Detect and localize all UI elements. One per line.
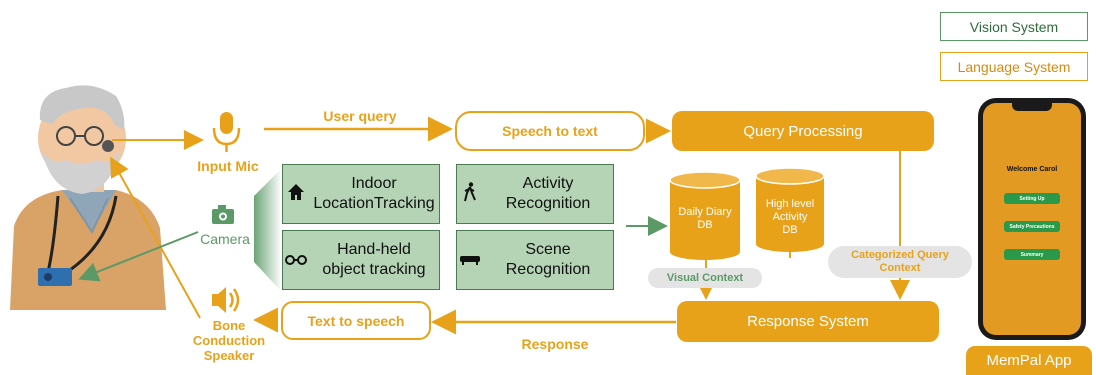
response-system-box: Response System xyxy=(677,301,939,342)
daily-diary-line1: Daily Diary xyxy=(678,206,732,218)
response-label: Response xyxy=(521,336,589,352)
scene-recognition-box: Scene Recognition xyxy=(456,230,614,290)
speaker-label-line2: Conduction xyxy=(192,333,266,348)
handheld-line2: object tracking xyxy=(322,261,426,278)
scene-line2: Recognition xyxy=(505,261,591,278)
mempal-app-label: MemPal App xyxy=(966,346,1092,375)
app-summary-button[interactable]: Summary xyxy=(1004,249,1060,260)
bone-conduction-speaker-label: Bone Conduction Speaker xyxy=(186,318,272,363)
app-setting-up-button[interactable]: Setting Up xyxy=(1004,193,1060,204)
microphone-icon xyxy=(212,112,241,152)
user-beard xyxy=(42,150,120,194)
camera-label: Camera xyxy=(200,231,250,247)
indoor-line1: Indoor xyxy=(351,175,397,192)
daily-diary-line2: DB xyxy=(697,219,713,231)
body-camera xyxy=(38,268,72,286)
activity-db-label: High level Activity DB xyxy=(756,198,824,237)
activity-line2: Recognition xyxy=(505,195,591,212)
elderly-user-illustration xyxy=(10,85,166,310)
walking-person-icon xyxy=(457,182,483,206)
speech-to-text-box: Speech to text xyxy=(455,111,645,151)
scene-line1: Scene xyxy=(525,241,571,258)
activity-line1: Activity xyxy=(522,175,574,192)
speaker-label-line3: Speaker xyxy=(203,348,255,363)
daily-diary-db-label: Daily Diary DB xyxy=(672,206,738,232)
glasses-icon xyxy=(283,250,309,270)
user-hair xyxy=(39,85,125,130)
indoor-line2: LocationTracking xyxy=(313,195,435,212)
ear-device xyxy=(102,140,114,152)
activity-recognition-box: Activity Recognition xyxy=(456,164,614,224)
speaker-label-line1: Bone xyxy=(212,318,246,333)
speaker-icon xyxy=(212,287,240,313)
app-welcome-text: Welcome Carol xyxy=(1006,166,1058,173)
user-query-label: User query xyxy=(323,108,397,124)
phone-notch xyxy=(1012,103,1052,111)
visual-context-pill: Visual Context xyxy=(648,268,762,288)
camera-fan xyxy=(254,170,280,290)
indoor-location-tracking-box: Indoor LocationTracking xyxy=(282,164,440,224)
user-shirt xyxy=(62,190,116,232)
daily-diary-db xyxy=(669,171,741,260)
activity-db-line2: Activity xyxy=(772,211,808,223)
high-level-activity-db xyxy=(755,167,825,252)
legend-vision-system: Vision System xyxy=(940,12,1088,41)
text-to-speech-box: Text to speech xyxy=(281,301,431,340)
legend-language-system: Language System xyxy=(940,52,1088,81)
app-safety-precautions-button[interactable]: Safety Precautions xyxy=(1004,221,1060,232)
categorized-line2: Context xyxy=(879,262,921,274)
query-processing-box: Query Processing xyxy=(672,111,934,151)
sofa-icon xyxy=(457,250,483,270)
categorized-line1: Categorized Query xyxy=(851,249,949,261)
house-icon xyxy=(283,183,309,205)
handheld-line1: Hand-held xyxy=(337,241,411,258)
input-mic-label: Input Mic xyxy=(197,158,259,174)
categorized-query-context-pill: Categorized Query Context xyxy=(828,246,972,278)
activity-db-line1: High level xyxy=(765,198,815,210)
phone-screen xyxy=(983,103,1081,335)
activity-db-line3: DB xyxy=(782,224,798,236)
handheld-object-tracking-box: Hand-held object tracking xyxy=(282,230,440,290)
camera-icon xyxy=(212,205,234,224)
